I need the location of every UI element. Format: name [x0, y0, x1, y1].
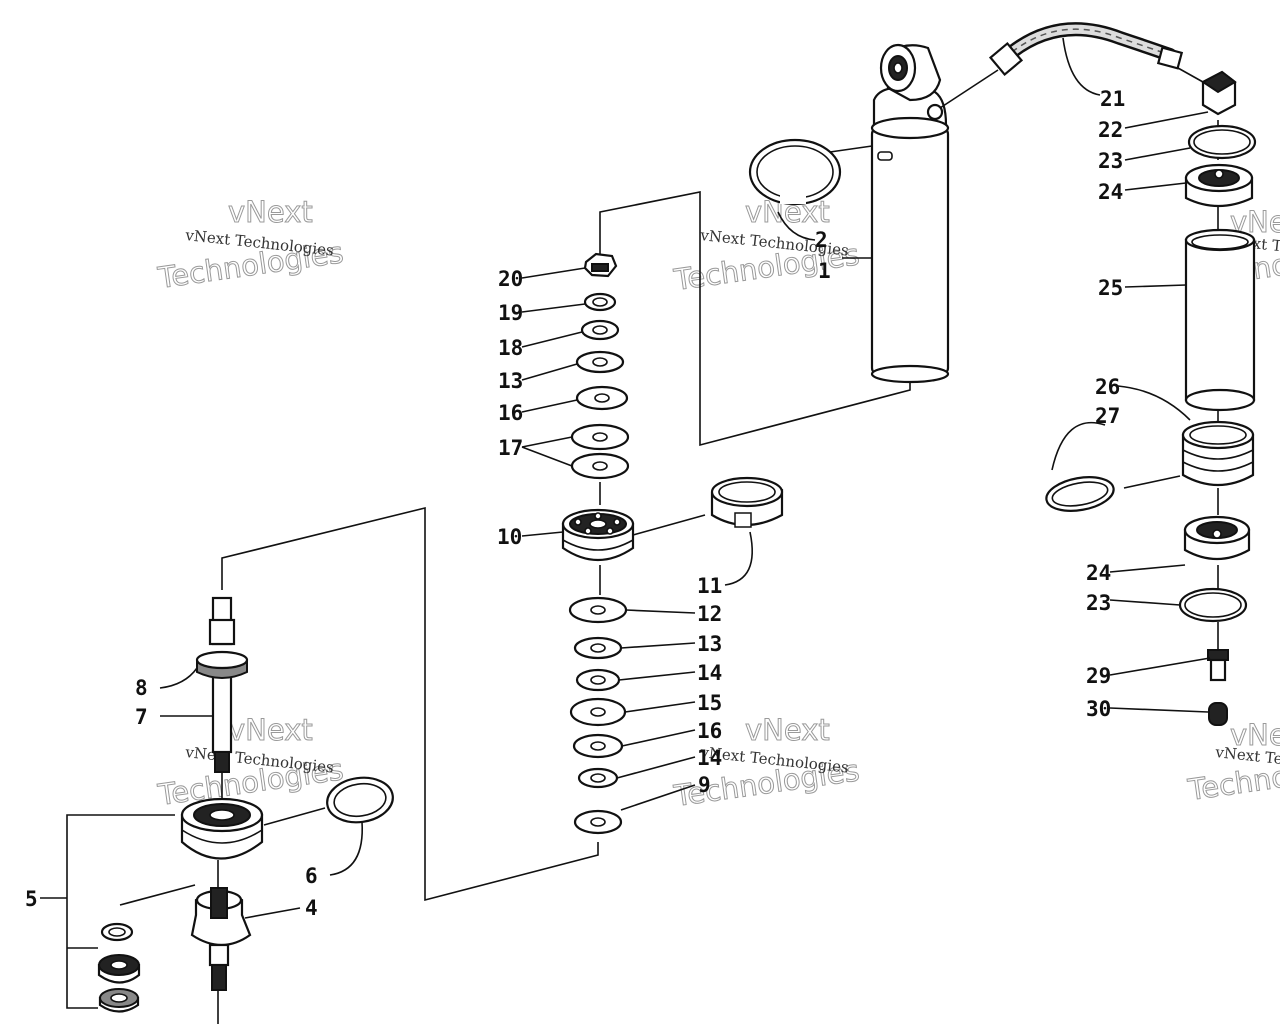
- washer-14-bottom: [577, 767, 619, 789]
- valve-cap-30: [1208, 702, 1228, 726]
- washer-19: [583, 292, 617, 312]
- callout-30: 30: [1086, 697, 1111, 721]
- bushing-5-mid: [97, 954, 141, 984]
- leader-bushing-stack: [119, 884, 196, 906]
- watermark-top-left: vNext Technologies vNext Technologies: [155, 195, 346, 296]
- end-cap-24-bottom: [1183, 515, 1251, 560]
- nut-20: [583, 252, 618, 278]
- callout-24-bottom: 24: [1086, 561, 1111, 585]
- callout-17: 17: [498, 436, 523, 460]
- reservoir-hose: [939, 22, 1184, 109]
- bump-stop-8: [195, 650, 249, 679]
- callout-9: 9: [698, 773, 711, 797]
- piston-10: [561, 508, 635, 561]
- callout-23-bottom: 23: [1086, 591, 1111, 615]
- bushing-5-top: [100, 922, 134, 942]
- washer-13-top: [575, 350, 625, 374]
- callout-12: 12: [697, 602, 722, 626]
- bracket-5: [40, 814, 175, 1009]
- washer-16-top: [575, 385, 629, 411]
- svg-text:vNext: vNext: [1230, 718, 1280, 752]
- callout-13-top: 13: [498, 369, 523, 393]
- callout-14-top: 14: [697, 661, 722, 685]
- callout-18: 18: [498, 336, 523, 360]
- watermark-right-bottom: vNext vNext Technologies Technologies: [1185, 718, 1280, 808]
- callout-4: 4: [305, 896, 318, 920]
- elbow-fitting-22: [1177, 67, 1237, 116]
- callout-21: 21: [1100, 87, 1125, 111]
- snap-ring-2: [748, 138, 842, 206]
- svg-text:vNext: vNext: [228, 195, 313, 229]
- bushing-5-bottom: [98, 988, 140, 1013]
- svg-text:vNext: vNext: [745, 713, 830, 747]
- callout-2: 2: [815, 228, 828, 252]
- callout-13-bottom: 13: [697, 632, 722, 656]
- leader-lines: [159, 37, 1211, 919]
- callout-8: 8: [135, 676, 148, 700]
- piston-rod-7: [208, 596, 236, 773]
- washer-17a: [570, 423, 630, 451]
- callout-23-top: 23: [1098, 149, 1123, 173]
- assembly-line-rod-to-stack: [221, 506, 599, 902]
- callout-11: 11: [697, 574, 722, 598]
- callout-15: 15: [697, 691, 722, 715]
- washer-12: [568, 596, 628, 624]
- svg-text:vNext: vNext: [228, 713, 313, 747]
- bearing-cap: [180, 797, 264, 860]
- callout-1: 1: [818, 259, 831, 283]
- washer-15: [569, 697, 627, 727]
- washer-16-bottom: [572, 733, 624, 759]
- shock-body: [870, 86, 950, 384]
- end-cap-24-top: [1184, 163, 1254, 208]
- callout-16-top: 16: [498, 401, 523, 425]
- clevis-4: [190, 887, 252, 991]
- callout-20: 20: [498, 267, 523, 291]
- piston-ring-11: [632, 476, 784, 536]
- washer-18: [580, 319, 620, 341]
- snap-ring-23-top: [1187, 124, 1257, 160]
- valve-29: [1207, 649, 1229, 682]
- callout-26: 26: [1095, 375, 1120, 399]
- callout-25: 25: [1098, 276, 1123, 300]
- washer-17b: [570, 452, 630, 480]
- washer-9: [573, 809, 623, 835]
- watermark-bottom-left: vNext Technologies vNext Technologies: [155, 713, 346, 813]
- seal-ring-6: [263, 776, 394, 826]
- snap-ring-23-bottom: [1178, 587, 1248, 623]
- piston-26: [1181, 420, 1255, 486]
- callout-14-bottom: 14: [697, 746, 722, 770]
- callout-labels: 1 2 4 5 6 7 8 9 10 11 12 13 13 14 14 15 …: [25, 87, 1125, 920]
- callout-19: 19: [498, 301, 523, 325]
- washer-13-bottom: [573, 636, 623, 660]
- seal-ring-27: [1045, 475, 1181, 512]
- washer-14-top: [575, 668, 621, 692]
- callout-22: 22: [1098, 118, 1123, 142]
- callout-10: 10: [497, 525, 522, 549]
- callout-6: 6: [305, 864, 318, 888]
- callout-16-bottom: 16: [697, 719, 722, 743]
- callout-29: 29: [1086, 664, 1111, 688]
- reservoir-25: [1184, 228, 1256, 412]
- callout-7: 7: [135, 705, 148, 729]
- callout-24-top: 24: [1098, 180, 1123, 204]
- callout-27: 27: [1095, 404, 1120, 428]
- shock-eyelet: [879, 43, 942, 102]
- callout-5: 5: [25, 887, 38, 911]
- assembly-line-shock-to-stack: [599, 191, 911, 447]
